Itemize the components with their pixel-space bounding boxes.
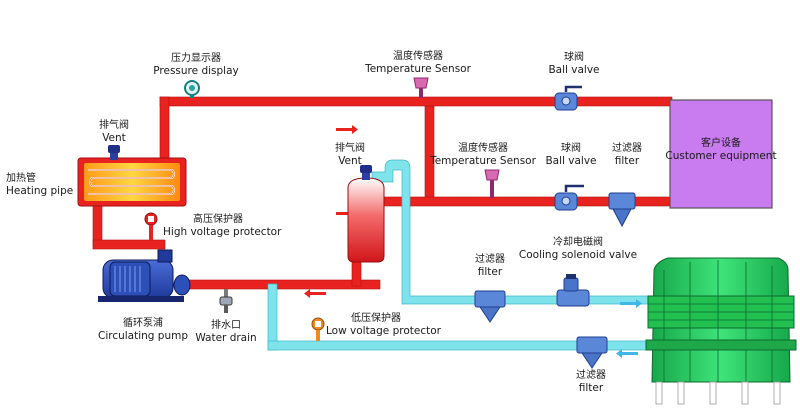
label-zh: 循环泵浦 [123,318,163,329]
label-zh: 低压保护器 [351,313,401,324]
heating-pipe-label: 加热管 Heating pipe [6,173,73,197]
label-en: Temperature Sensor [365,63,471,75]
label-en: Water drain [195,332,257,344]
vent-left-label: 排气阀 Vent [99,120,129,144]
label-zh: 球阀 [561,143,581,154]
vent-icon [360,165,372,180]
label-en: Low voltage protector [326,325,441,337]
ball-valve-mid-label: 球阀 Ball valve [545,143,596,167]
temperature-sensor-mid-label: 温度传感器 Temperature Sensor [430,143,536,167]
cooling-solenoid-valve-icon [556,274,590,307]
heating-pipe-unit [77,157,187,207]
label-zh: 温度传感器 [393,51,443,62]
low-voltage-protector-label: 低压保护器 Low voltage protector [326,313,441,337]
vent-tank-label: 排气阀 Vent [335,143,365,167]
label-zh: 客户设备 [700,138,741,149]
water-tank [347,177,385,263]
temperature-sensor-icon [413,77,429,98]
label-zh: 排气阀 [99,120,129,131]
label-en: Pressure display [153,65,239,77]
label-zh: 排水口 [211,320,241,331]
label-en: Heating pipe [6,185,74,197]
label-en: Cooling solenoid valve [518,249,638,261]
cooling-solenoid-valve-label: 冷却电磁阀 Cooling solenoid valve [519,237,637,261]
label-en: filter [477,266,503,278]
label-en: High voltage protector [163,226,282,238]
label-zh: 加热管 [6,173,36,184]
label-en: Ball valve [545,155,597,167]
label-zh: 排气阀 [335,143,365,154]
label-en: Vent [338,155,362,167]
label-en: Vent [102,132,126,144]
label-en: Temperature Sensor [430,155,536,167]
water-drain-icon [219,289,233,313]
label-en: Customer equipment [665,150,777,162]
label-en: Circulating pump [97,330,189,342]
circulating-pump-icon [98,249,191,302]
label-zh: 压力显示器 [171,53,221,64]
label-zh: 球阀 [564,52,584,63]
pressure-display-label: 压力显示器 Pressure display [153,53,238,77]
filter-icon [474,290,506,323]
ball-valve-icon [554,184,584,211]
ball-valve-icon [554,85,582,111]
customer-equipment-label: 客户设备 Customer equipment [665,138,776,162]
label-zh: 冷却电磁阀 [553,237,603,248]
filter-icon [576,336,608,369]
filter-icon [608,192,636,228]
temperature-sensor-icon [484,169,500,198]
filter-mid-label: 过滤器 filter [475,254,505,278]
flow-arrow-blue [616,299,642,358]
circulating-pump-label: 循环泵浦 Circulating pump [98,318,188,342]
hot-water-pipes [92,96,673,290]
label-zh: 过滤器 [475,254,505,265]
vent-icon [108,145,120,160]
filter-bottom-label: 过滤器 filter [576,370,606,394]
temperature-sensor-top-label: 温度传感器 Temperature Sensor [365,51,471,75]
low-voltage-protector-icon [311,317,325,341]
cooling-tower [645,257,797,405]
label-en: filter [614,155,640,167]
filter-right-label: 过滤器 filter [612,143,642,167]
pressure-gauge-icon [184,80,200,98]
water-drain-label: 排水口 Water drain [195,320,256,344]
label-en: Ball valve [548,64,600,76]
label-zh: 过滤器 [576,370,606,381]
high-voltage-protector-label: 高压保护器 High voltage protector [163,214,281,238]
ball-valve-top-label: 球阀 Ball valve [548,52,599,76]
label-zh: 过滤器 [612,143,642,154]
label-zh: 温度传感器 [458,143,508,154]
high-voltage-protector-icon [144,212,158,240]
label-en: filter [578,382,604,394]
customer-equipment-box [669,99,773,209]
label-zh: 高压保护器 [193,214,243,225]
